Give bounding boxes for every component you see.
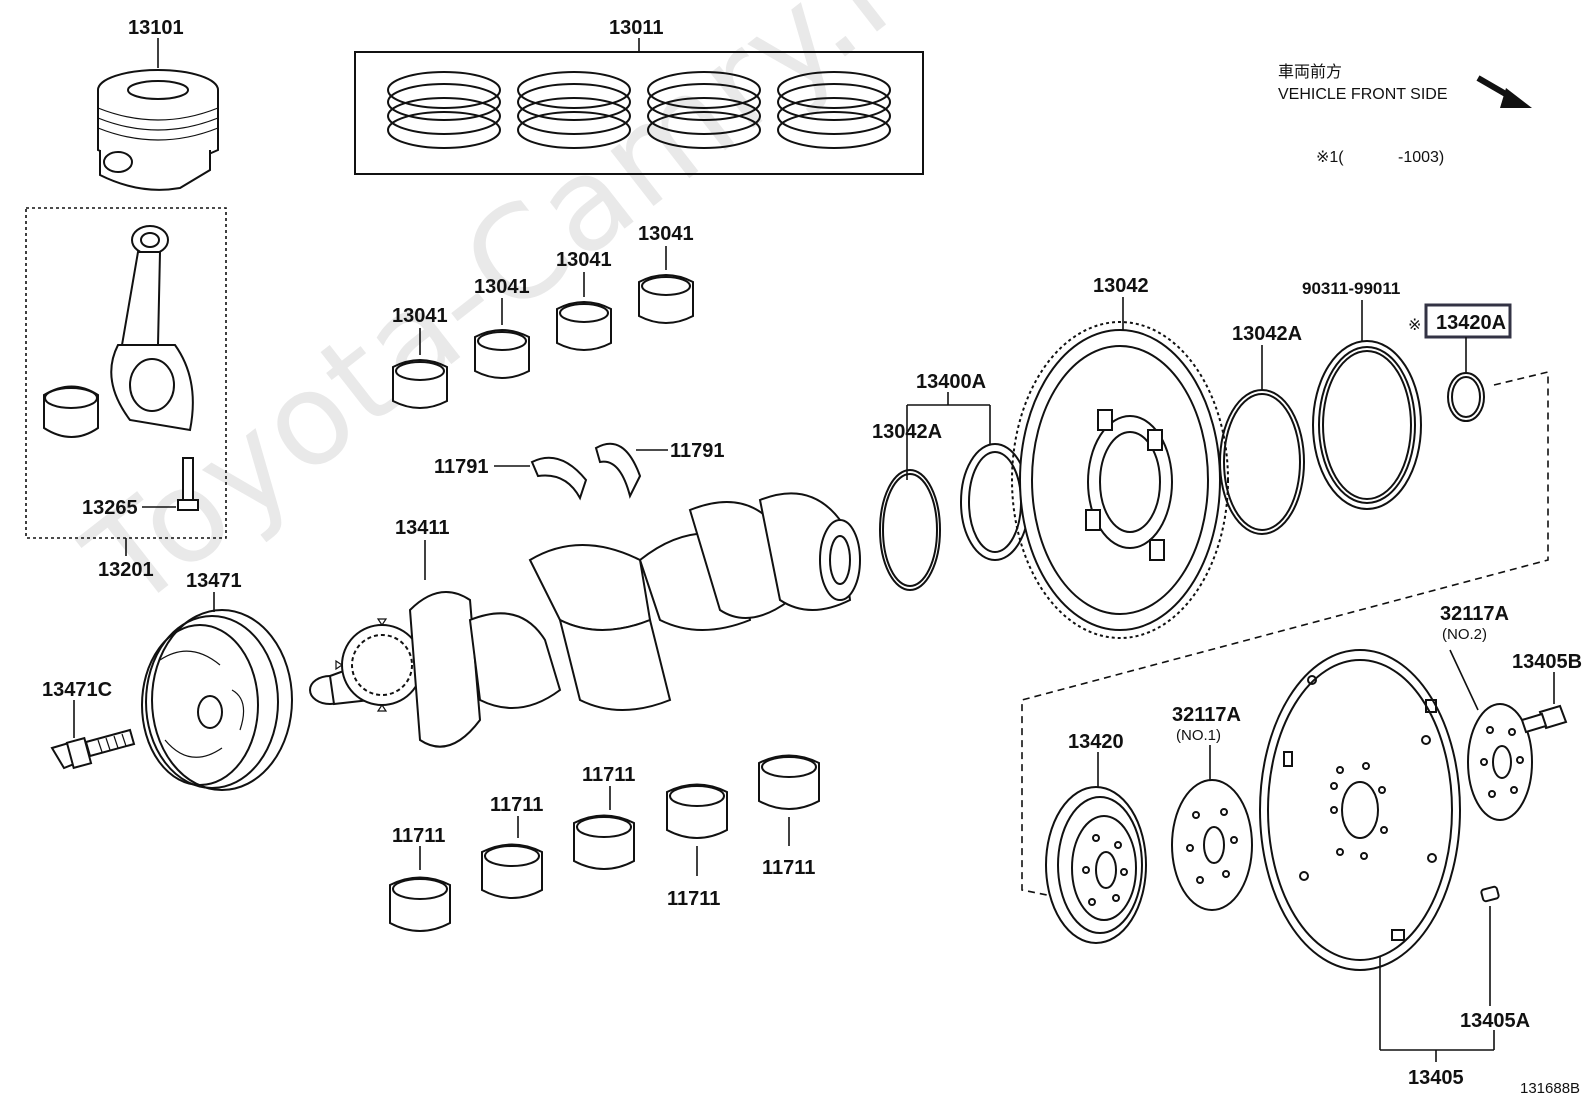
- callout-11711-2: 11711: [490, 794, 543, 816]
- flywheel-adapter[interactable]: [1045, 786, 1147, 944]
- drive-plate[interactable]: [1259, 649, 1461, 971]
- callout-13400A: 13400A: [916, 371, 986, 393]
- callout-13420: 13420: [1068, 731, 1124, 753]
- oil-seal[interactable]: [960, 443, 1030, 561]
- callout-13042A-2: 13042A: [1232, 323, 1302, 345]
- callout-13042A-1: 13042A: [872, 421, 942, 443]
- spacer-ring-right[interactable]: [1219, 389, 1305, 535]
- note-range: -1003): [1398, 149, 1444, 166]
- callout-13411: 13411: [395, 517, 450, 539]
- crankshaft[interactable]: [309, 492, 861, 748]
- callout-13041-2: 13041: [474, 276, 530, 298]
- callout-32117A-1: 32117A: [1172, 704, 1241, 726]
- callout-11791-1: 11791: [434, 456, 489, 478]
- small-oring[interactable]: [1447, 372, 1485, 422]
- front-direction-arrow-icon: [1476, 75, 1532, 108]
- callout-13201: 13201: [98, 559, 154, 581]
- callout-90311-99011: 90311-99011: [1302, 279, 1400, 298]
- note-mark-start: ※1(: [1316, 149, 1344, 166]
- callout-13041-4: 13041: [638, 223, 694, 245]
- thrust-washers[interactable]: [530, 442, 642, 501]
- direction-en: VEHICLE FRONT SIDE: [1278, 86, 1448, 103]
- callout-13011: 13011: [609, 17, 664, 39]
- callout-13405A: 13405A: [1460, 1010, 1530, 1032]
- spacer-plate-no1[interactable]: [1171, 779, 1253, 911]
- spacer-ring[interactable]: [879, 469, 941, 591]
- figure-id: 131688B: [1520, 1080, 1580, 1097]
- callout-13041-1: 13041: [392, 305, 448, 327]
- callout-13420A: 13420A: [1436, 312, 1506, 334]
- callout-13265: 13265: [82, 497, 138, 519]
- pulley-bolt[interactable]: [50, 728, 136, 770]
- callout-13471C: 13471C: [42, 679, 112, 701]
- conrod-bearings[interactable]: [392, 274, 694, 409]
- callout-11711-1: 11711: [392, 825, 445, 847]
- callout-13405B: 13405B: [1512, 651, 1582, 673]
- direction-jp: 車両前方: [1278, 63, 1342, 81]
- spacer-plate-no2[interactable]: [1467, 703, 1533, 821]
- sublabel-no1: (NO.1): [1176, 727, 1221, 744]
- callout-32117A-2: 32117A: [1440, 603, 1509, 625]
- callout-13471: 13471: [186, 570, 242, 592]
- connecting-rod[interactable]: [43, 225, 199, 511]
- callout-11711-5: 11711: [762, 857, 815, 879]
- note-mark: ※: [1408, 317, 1421, 334]
- callout-13041-3: 13041: [556, 249, 612, 271]
- callout-11711-4: 11711: [667, 888, 720, 910]
- crankshaft-pulley[interactable]: [141, 609, 293, 791]
- ring-gear-plate[interactable]: [1011, 321, 1229, 639]
- highlight-box-13420A[interactable]: [1424, 303, 1512, 339]
- sublabel-no2: (NO.2): [1442, 626, 1487, 643]
- callout-13042: 13042: [1093, 275, 1149, 297]
- rear-oil-seal[interactable]: [1312, 340, 1422, 510]
- piston[interactable]: [97, 69, 219, 191]
- callout-13405: 13405: [1408, 1067, 1464, 1089]
- piston-ring-set[interactable]: [387, 71, 891, 149]
- main-bearings[interactable]: [389, 754, 820, 932]
- callout-11711-3: 11711: [582, 764, 635, 786]
- callout-13101: 13101: [128, 17, 184, 39]
- knock-pin[interactable]: [1480, 885, 1500, 903]
- drive-plate-bolt[interactable]: [1520, 704, 1568, 734]
- callout-11791-2: 11791: [670, 440, 725, 462]
